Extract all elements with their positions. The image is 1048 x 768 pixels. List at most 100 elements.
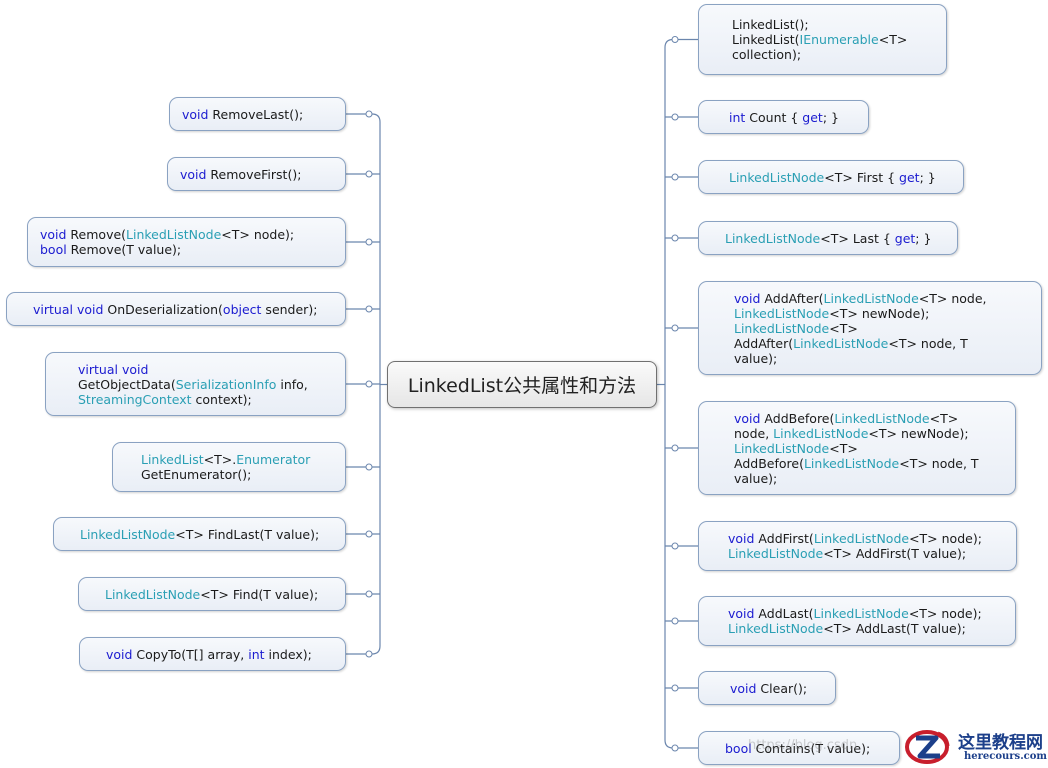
text-token: Contains(T value);: [751, 740, 871, 756]
node-find[interactable]: LinkedListNode<T> Find(T value);: [78, 577, 346, 611]
keyword-token: void: [730, 680, 757, 696]
text-token: Clear();: [756, 680, 808, 696]
text-token: AddLast(: [754, 606, 814, 621]
text-token: <T>.: [203, 452, 237, 467]
text-token: <T> First {: [824, 169, 900, 185]
node-remove-first[interactable]: void RemoveFirst();: [167, 157, 346, 191]
text-token: GetObjectData(: [78, 376, 176, 392]
node-remove[interactable]: void Remove(LinkedListNode<T> node);bool…: [27, 217, 346, 267]
type-token: LinkedListNode: [813, 606, 909, 621]
text-token: context);: [191, 391, 252, 407]
code-line: LinkedListNode<T>: [734, 321, 1029, 336]
node-add-first[interactable]: void AddFirst(LinkedListNode<T> node);Li…: [698, 521, 1017, 571]
keyword-token: void: [76, 301, 104, 317]
branch-dot: [671, 684, 679, 692]
node-on-deserialization[interactable]: virtual void OnDeserialization(object se…: [6, 292, 346, 326]
node-remove-last[interactable]: void RemoveLast();: [169, 97, 346, 131]
text-token: <T> AddLast(T value);: [823, 621, 966, 636]
text-token: <T> FindLast(T value);: [175, 526, 320, 542]
code-line: bool Contains(T value);: [725, 741, 887, 756]
text-token: <T> newNode);: [868, 425, 969, 441]
code-line: StreamingContext context);: [78, 392, 333, 407]
code-line: LinkedListNode<T>: [734, 441, 1003, 456]
text-token: <T> node);: [909, 531, 982, 546]
code-line: virtual void: [78, 362, 333, 377]
type-token: LinkedListNode: [773, 425, 869, 441]
branch-dot: [365, 590, 373, 598]
type-token: LinkedListNode: [80, 526, 176, 542]
text-token: value);: [734, 350, 778, 366]
text-token: Remove(: [66, 227, 127, 242]
code-line: GetEnumerator();: [141, 467, 333, 482]
text-token: AddBefore(: [734, 455, 804, 471]
text-token: OnDeserialization(: [103, 301, 223, 317]
text-token: sender);: [261, 301, 318, 317]
branch-line: [346, 113, 381, 123]
type-token: LinkedListNode: [105, 586, 201, 602]
code-line: void AddAfter(LinkedListNode<T> node,: [734, 291, 1029, 306]
text-token: <T> node,: [918, 290, 987, 306]
text-token: RemoveFirst();: [206, 166, 302, 182]
type-token: LinkedListNode: [734, 320, 830, 336]
keyword-token: void: [180, 166, 207, 182]
text-token: value);: [734, 470, 778, 486]
code-line: int Count { get; }: [729, 110, 856, 125]
text-token: <T> Find(T value);: [200, 586, 319, 602]
branch-dot: [671, 324, 679, 332]
node-clear[interactable]: void Clear();: [698, 671, 836, 705]
type-token: LinkedList: [141, 452, 204, 467]
text-token: <T> node);: [908, 606, 982, 621]
branch-line: [664, 739, 698, 749]
code-line: value);: [734, 351, 1029, 366]
node-contains[interactable]: bool Contains(T value);: [698, 731, 900, 765]
central-topic[interactable]: LinkedList公共属性和方法: [387, 361, 657, 408]
branch-dot: [365, 305, 373, 313]
code-line: void AddFirst(LinkedListNode<T> node);: [728, 531, 1004, 546]
keyword-token: get: [802, 109, 823, 125]
code-line: AddAfter(LinkedListNode<T> node, T: [734, 336, 1029, 351]
text-token: <T>: [829, 320, 858, 336]
watermark-logo-icon: [905, 730, 950, 764]
branch-dot: [365, 463, 373, 471]
node-copy-to[interactable]: void CopyTo(T[] array, int index);: [79, 637, 346, 671]
text-token: info,: [276, 376, 308, 392]
branch-dot: [365, 170, 373, 178]
code-line: void RemoveFirst();: [180, 167, 333, 182]
keyword-token: get: [894, 230, 916, 246]
node-first[interactable]: LinkedListNode<T> First { get; }: [698, 160, 964, 194]
code-line: void Remove(LinkedListNode<T> node);: [40, 227, 333, 242]
node-last[interactable]: LinkedListNode<T> Last { get; }: [698, 221, 958, 255]
keyword-token: virtual: [78, 361, 118, 377]
code-line: virtual void OnDeserialization(object se…: [33, 302, 333, 317]
branch-dot: [671, 542, 679, 550]
keyword-token: object: [222, 301, 262, 317]
text-token: AddBefore(: [760, 410, 835, 426]
node-count[interactable]: int Count { get; }: [698, 100, 869, 134]
text-token: <T> AddFirst(T value);: [823, 546, 967, 561]
node-add-before[interactable]: void AddBefore(LinkedListNode<T>node, Li…: [698, 401, 1016, 495]
code-line: LinkedListNode<T> Find(T value);: [105, 587, 333, 602]
code-line: void Clear();: [730, 681, 823, 696]
text-token: <T>: [829, 440, 858, 456]
watermark-english-text: herecours.com: [964, 751, 1048, 762]
text-token: AddAfter(: [760, 290, 824, 306]
text-token: <T> node);: [221, 227, 295, 242]
code-line: LinkedListNode<T> newNode);: [734, 306, 1029, 321]
type-token: Enumerator: [236, 452, 311, 467]
node-add-after[interactable]: void AddAfter(LinkedListNode<T> node,Lin…: [698, 281, 1042, 375]
type-token: LinkedListNode: [734, 305, 830, 321]
text-token: ; }: [915, 230, 932, 246]
branch-line: [664, 38, 698, 48]
keyword-token: void: [121, 361, 149, 377]
code-line: LinkedListNode<T> Last { get; }: [725, 231, 945, 246]
type-token: LinkedListNode: [728, 546, 824, 561]
node-add-last[interactable]: void AddLast(LinkedListNode<T> node);Lin…: [698, 596, 1016, 646]
text-token: ; }: [822, 109, 839, 125]
keyword-token: int: [248, 646, 265, 662]
node-find-last[interactable]: LinkedListNode<T> FindLast(T value);: [53, 517, 346, 551]
text-token: GetEnumerator();: [141, 467, 252, 482]
code-line: value);: [734, 471, 1003, 486]
node-constructors[interactable]: LinkedList();LinkedList(IEnumerable<T>co…: [698, 4, 947, 75]
